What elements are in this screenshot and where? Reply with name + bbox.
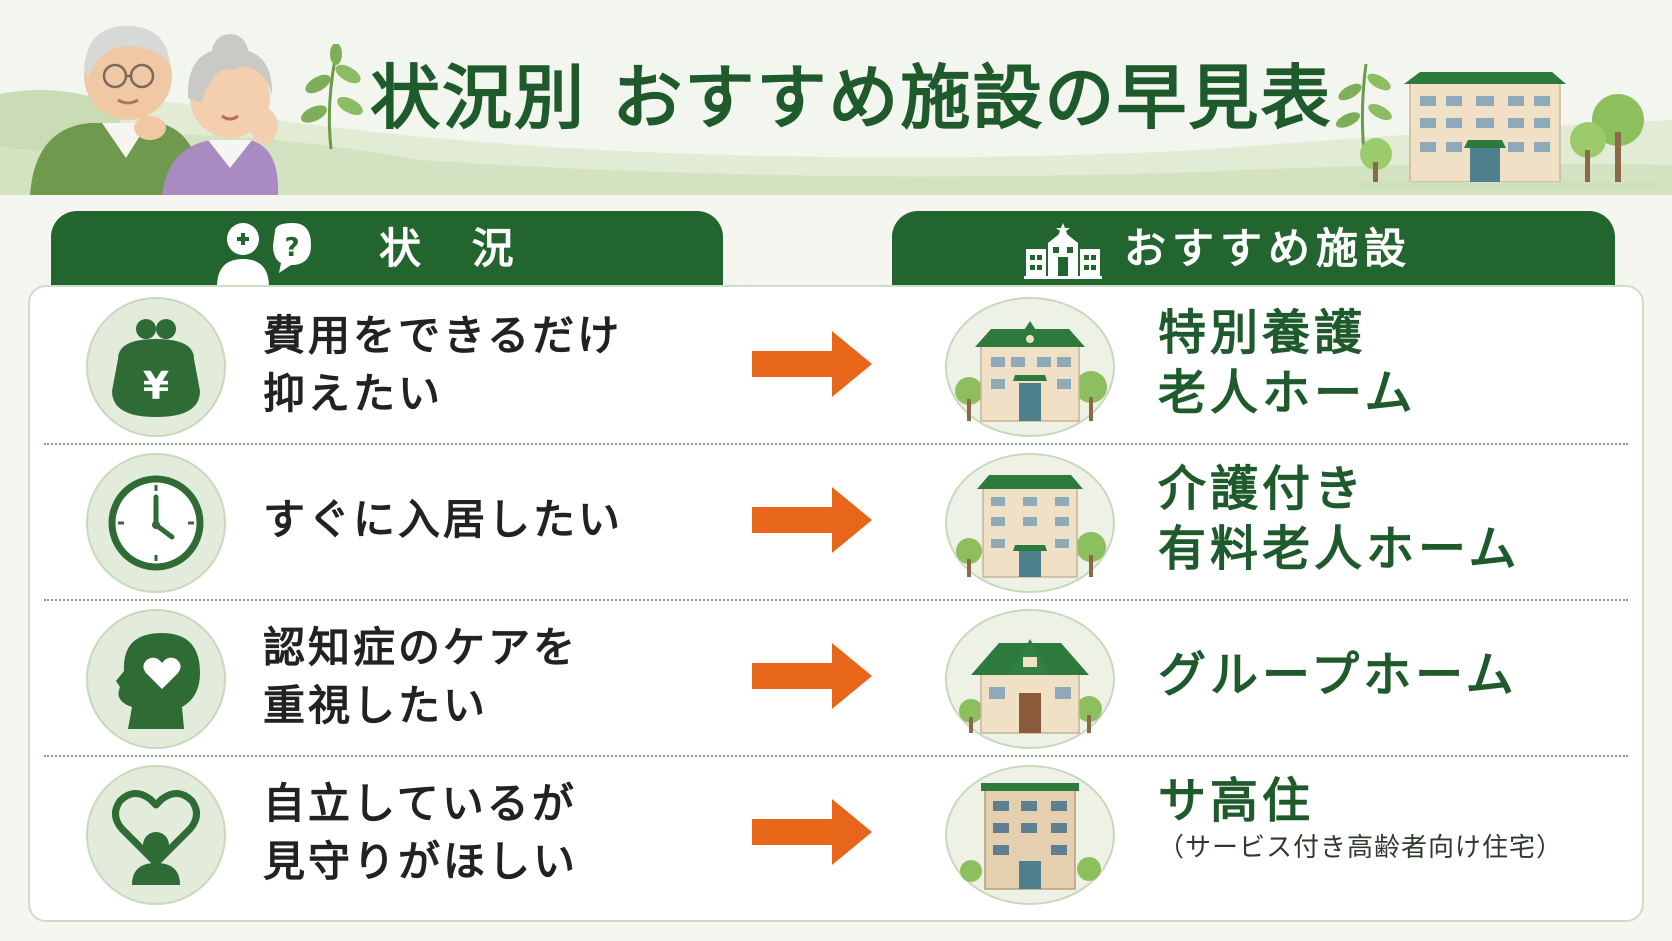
header-banner: 状況別 おすすめ施設の早見表 [0,0,1672,195]
situation-text: 認知症のケアを 重視したい [263,623,579,730]
arrow-right-icon [752,487,872,553]
banner-landscape [0,0,1672,195]
situation-text: 自立しているが 見守りがほしい [263,779,579,886]
special-nursing-home-building-icon [945,297,1115,437]
elderly-housing-building-icon [945,765,1115,905]
arrow-right-icon [752,331,872,397]
facility-building-icon [1024,223,1102,279]
facility-name: 特別養護 老人ホーム [1158,305,1417,421]
leaf-branch-icon [300,44,363,150]
situation-header-label: 状 況 [379,224,532,273]
leaf-branch-icon [1335,63,1392,153]
svg-text:¥: ¥ [143,364,169,408]
facility-header-label: おすすめ施設 [1124,224,1413,273]
page-title: 状況別 おすすめ施設の早見表 [370,57,1333,139]
row-divider [44,599,1628,601]
table-row: 認知症のケアを 重視したい グループホーム [30,599,1642,755]
group-home-building-icon [945,609,1115,749]
clock-icon [86,453,226,593]
head-heart-icon [86,609,226,749]
paid-nursing-home-building-icon [945,453,1115,593]
situation-text: すぐに入居したい [263,495,624,544]
arrow-right-icon [752,643,872,709]
table-row: 自立しているが 見守りがほしい サ高住 （サービス付き高齢者向け住宅） [30,755,1642,911]
person-heart-icon [86,765,226,905]
table-row: ¥ 費用をできるだけ 抑えたい 特別養護 老人ホーム [30,287,1642,443]
consult-person-icon: ? [217,223,311,287]
facility-name: グループホーム [1158,647,1518,703]
row-divider [44,443,1628,445]
situation-column-header: ? 状 況 [51,211,723,287]
facility-note: （サービス付き高齢者向け住宅） [1158,833,1564,863]
svg-text:?: ? [284,233,299,263]
facility-name: 介護付き 有料老人ホーム [1158,461,1521,577]
facility-name: サ高住 （サービス付き高齢者向け住宅） [1158,771,1628,865]
comparison-table: ¥ 費用をできるだけ 抑えたい 特別養護 老人ホーム [28,285,1644,922]
arrow-right-icon [752,799,872,865]
situation-text: 費用をできるだけ 抑えたい [263,311,623,418]
yen-purse-icon: ¥ [86,297,226,437]
facility-column-header: おすすめ施設 [892,211,1615,287]
care-facility-building-illustration [1358,72,1658,190]
row-divider [44,755,1628,757]
elderly-couple-illustration [30,25,279,195]
table-row: すぐに入居したい 介護付き 有料老人ホーム [30,443,1642,599]
